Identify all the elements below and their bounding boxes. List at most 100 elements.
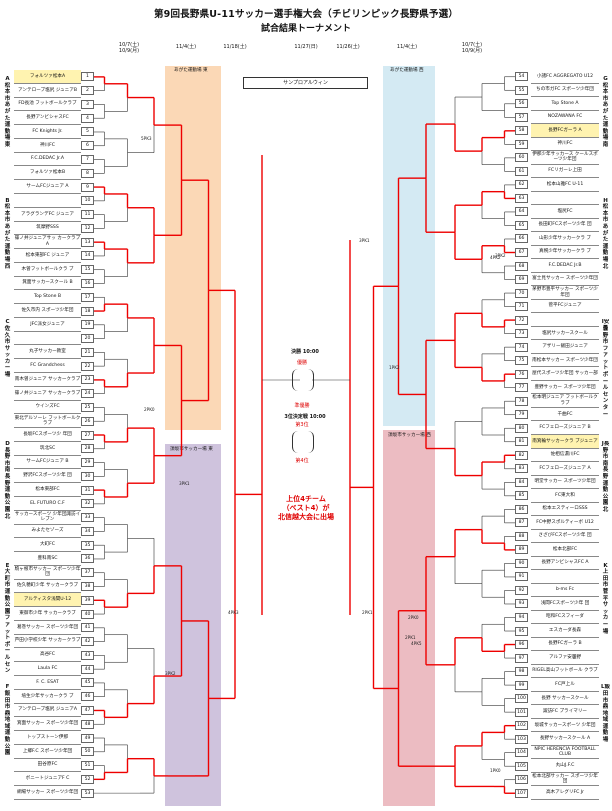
pk-score: 3PK2 [165, 671, 176, 676]
page-subtitle: 試合結果トーナメント [260, 24, 351, 34]
date-header-l2: 11/4(土) [175, 44, 197, 50]
seed-number: 84 [515, 477, 528, 487]
pk-score: 3PK1 [359, 238, 370, 243]
team-name: FCフェローズジュニア B [531, 421, 599, 435]
block-label: C佐久市サッカー場 [4, 319, 11, 379]
seed-number: 24 [81, 389, 94, 399]
seed-number: 97 [515, 653, 528, 663]
block-label: K上田市菅平サッカー場 [602, 562, 609, 635]
seed-number: 90 [515, 558, 528, 568]
seed-number: 36 [81, 554, 94, 564]
team-name: 小諸FC AGGREGATO U12 [531, 70, 599, 84]
team-name: 豊野サッカー スポーツ少年団 [531, 381, 599, 395]
team-name: 屋代スポーツ少年団 サッカー部 [531, 367, 599, 381]
seed-number: 63 [515, 193, 528, 203]
team-name: NOZAWANA FC [531, 111, 599, 125]
block-label: J長野市南長野運動公園北 [601, 441, 610, 513]
seed-number: 75 [515, 356, 528, 366]
seed-number: 100 [515, 694, 528, 704]
date-header-r1: 10/7(土) 10/9(月) [461, 42, 483, 54]
team-name: 筑摩野SSS [14, 222, 81, 236]
runnerup-label: 準優勝 [294, 403, 310, 409]
fourth-place-label: 第4位 [295, 458, 309, 464]
seed-number: 96 [515, 640, 528, 650]
seed-number: 57 [515, 112, 528, 122]
seed-number: 10 [81, 196, 94, 206]
venue-label-bottom-right: 須坂市サッカー場 西 [388, 433, 431, 438]
team-name [531, 313, 599, 327]
team-name: 明堂サッカー スポーツ少年団 [531, 476, 599, 490]
team-name: 伊那少年サッカース クールスポーツ少年団 [531, 151, 599, 165]
team-name: 長野 サッカースクール [531, 692, 599, 706]
team-name: 千曲FC [531, 408, 599, 422]
seed-number: 14 [81, 251, 94, 261]
seed-number: 68 [515, 261, 528, 271]
venue-label-bottom-left: 須坂市サッカー場 東 [170, 447, 213, 452]
venue-label-top-right: あがた運動場 西 [390, 68, 424, 73]
block-label: D長野市南長野運動公園北 [4, 441, 11, 520]
seed-number: 107 [515, 788, 528, 798]
team-name: 丸山J.F.C [531, 759, 599, 773]
team-name: 丸子サッカー教室 [14, 345, 81, 360]
date-header-r3: 11/26(土) [336, 44, 360, 50]
seed-number: 58 [515, 126, 528, 136]
seed-number: 34 [81, 526, 94, 536]
seed-number: 92 [515, 585, 528, 595]
team-name: 塩尻FC [531, 205, 599, 219]
seed-number: 2 [81, 86, 94, 96]
block-label: F飯田市鼎地域運動公園 [4, 684, 11, 757]
team-name: 浅間FCスポーツ少年 団 [531, 597, 599, 611]
seed-number: 46 [81, 692, 94, 702]
seed-number: 106 [515, 775, 528, 785]
date-header-l1: 10/7(土) 10/9(月) [118, 42, 140, 54]
seed-number: 40 [81, 609, 94, 619]
team-name: 塩尻サッカースクール [531, 327, 599, 341]
seed-number: 88 [515, 531, 528, 541]
team-name: 長野アンビシャスFC [14, 111, 81, 126]
seed-number: 4 [81, 113, 94, 123]
seed-number: 27 [81, 430, 94, 440]
final-bracket-lower [292, 431, 314, 453]
team-name: 神川FC [14, 139, 81, 153]
pk-score: 1PK0 [490, 768, 501, 773]
seed-number: 31 [81, 485, 94, 495]
seed-number: 15 [81, 265, 94, 275]
seed-number: 71 [515, 302, 528, 312]
team-name: 木曽フットボールクラ ブ [14, 263, 81, 277]
seed-number: 30 [81, 471, 94, 481]
team-name: 長田町FCスポーツ少年 団 [531, 219, 599, 233]
team-name: 坂城サッカースポーツ 少年団 [531, 719, 599, 733]
team-name: 駒ヶ根市サッカー スポーツ少年団 [14, 566, 81, 580]
seed-number: 6 [81, 141, 94, 151]
team-name: 松本東部FC ジュニア [14, 249, 81, 263]
seed-number: 13 [81, 237, 94, 247]
team-name: 芦田小学校少年 サッカークラブ [14, 635, 81, 649]
seed-number: 5 [81, 127, 94, 137]
block-label: L飯田市鼎地域運動場 [601, 684, 610, 744]
block-label: G松本市あがた運動場南 [602, 76, 609, 148]
third-place-heading: 3位決定戦 10:00 [284, 414, 326, 420]
block-label: E大町市運動公園ファットボールセンター [4, 562, 11, 673]
team-name: FC Knights Jr. [14, 125, 81, 139]
seed-number: 47 [81, 705, 94, 715]
date-header-l3: 11/18(土) [223, 44, 247, 50]
pk-score: 2PK0 [408, 615, 419, 620]
team-name: 篠ノ井ジュニアサッ カークラブA [14, 235, 81, 250]
seed-number: 101 [515, 707, 528, 717]
team-name: アルファ安曇野 [531, 651, 599, 665]
team-name: 松本エスティーロSSS [531, 503, 599, 517]
team-name: FCフェローズジュニア A [531, 462, 599, 476]
seed-number: 53 [81, 788, 94, 798]
team-name: EL FUTURO C.F [14, 497, 81, 511]
seed-number: 102 [515, 721, 528, 731]
seed-number: 54 [515, 72, 528, 82]
block-label: H松本市あがた運動場北 [602, 197, 609, 270]
seed-number: 82 [515, 450, 528, 460]
seed-number: 25 [81, 402, 94, 412]
seed-number: 59 [515, 139, 528, 149]
block-label: A松本市あがた運動場東 [4, 76, 11, 148]
team-name: 箕面サッカースクール B [14, 277, 81, 291]
seed-number: 70 [515, 288, 528, 298]
team-name: ちの市ガFC スポーツ少年団 [531, 84, 599, 98]
team-name: Top Stone A [531, 97, 599, 111]
